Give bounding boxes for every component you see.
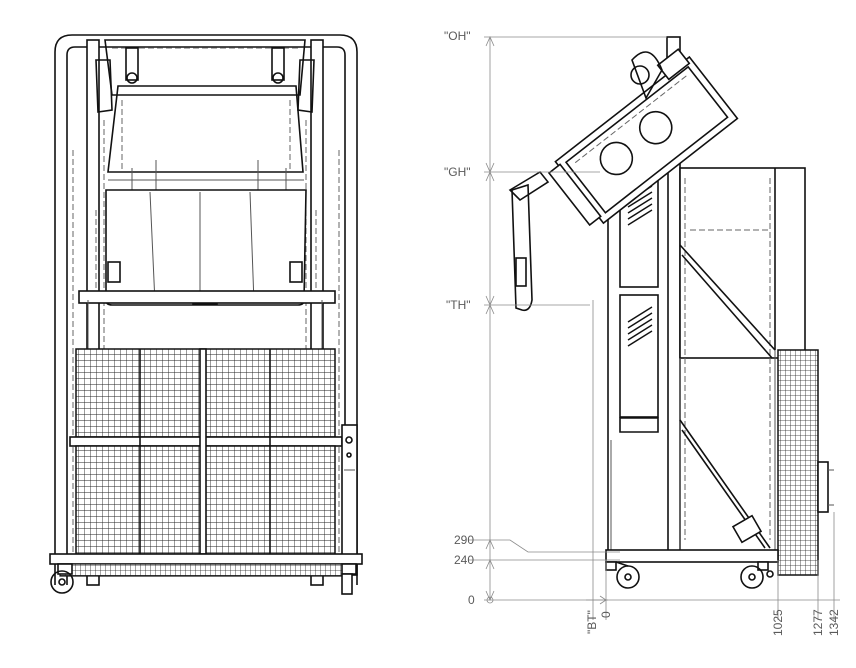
label-th: "TH" [446, 298, 471, 312]
label-1342: 1342 [827, 609, 841, 636]
label-1025: 1025 [771, 609, 785, 636]
label-240: 240 [454, 553, 474, 567]
front-view [49, 34, 363, 595]
side-view [508, 36, 834, 589]
label-gh: "GH" [444, 165, 471, 179]
label-1277: 1277 [811, 609, 825, 636]
label-0-width: 0 [599, 611, 613, 618]
dimension-lines [468, 36, 840, 620]
label-oh: "OH" [444, 29, 471, 43]
label-290: 290 [454, 533, 474, 547]
label-0-height: 0 [468, 593, 475, 607]
label-bt: "BT" [585, 610, 599, 634]
